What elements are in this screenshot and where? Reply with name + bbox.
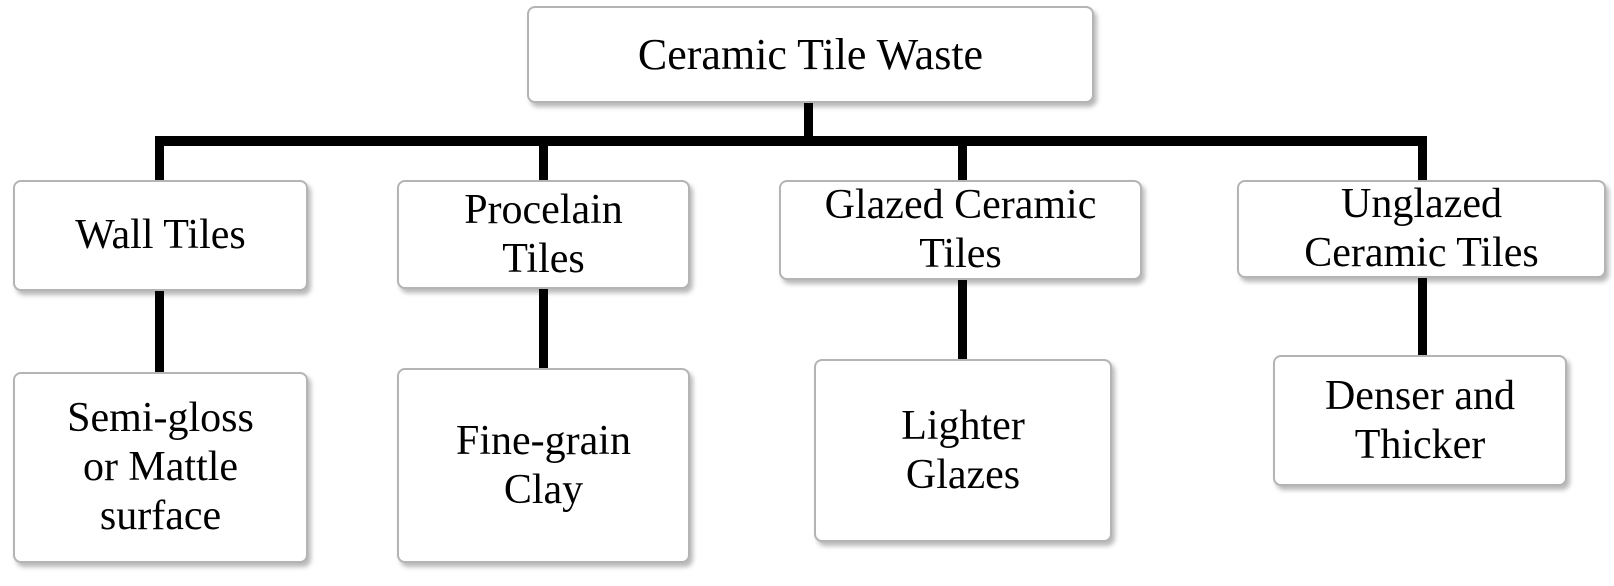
- drop-line-wall: [155, 136, 164, 181]
- category-node-porcelain-tiles: Procelain Tiles: [397, 180, 690, 289]
- link-line-glazed: [958, 278, 967, 360]
- link-line-porcelain: [539, 286, 548, 369]
- category-label: Unglazed Ceramic Tiles: [1304, 181, 1539, 276]
- root-node: Ceramic Tile Waste: [527, 6, 1094, 103]
- detail-label: Denser and Thicker: [1324, 372, 1516, 468]
- detail-label: Fine-grain Clay: [456, 417, 631, 513]
- detail-node-unglazed-ceramic-tiles: Denser and Thicker: [1273, 355, 1567, 486]
- category-node-unglazed-ceramic-tiles: Unglazed Ceramic Tiles: [1237, 180, 1606, 278]
- drop-line-porcelain: [539, 136, 548, 181]
- drop-line-unglazed: [1418, 136, 1427, 181]
- category-label: Glazed Ceramic Tiles: [824, 182, 1097, 277]
- root-label: Ceramic Tile Waste: [637, 29, 984, 79]
- detail-label: Lighter Glazes: [901, 402, 1025, 498]
- detail-node-glazed-ceramic-tiles: Lighter Glazes: [814, 359, 1112, 542]
- detail-label: Semi-gloss or Mattle surface: [67, 395, 254, 539]
- category-label: Wall Tiles: [75, 212, 246, 259]
- horizontal-bus-line: [155, 136, 1427, 146]
- category-label: Procelain Tiles: [464, 186, 623, 282]
- drop-line-glazed: [958, 136, 967, 181]
- category-node-wall-tiles: Wall Tiles: [13, 180, 308, 291]
- detail-node-wall-tiles: Semi-gloss or Mattle surface: [13, 372, 308, 563]
- root-stem-line: [804, 100, 813, 142]
- link-line-wall: [155, 288, 164, 373]
- detail-node-porcelain-tiles: Fine-grain Clay: [397, 368, 690, 563]
- category-node-glazed-ceramic-tiles: Glazed Ceramic Tiles: [779, 180, 1142, 280]
- link-line-unglazed: [1418, 275, 1427, 356]
